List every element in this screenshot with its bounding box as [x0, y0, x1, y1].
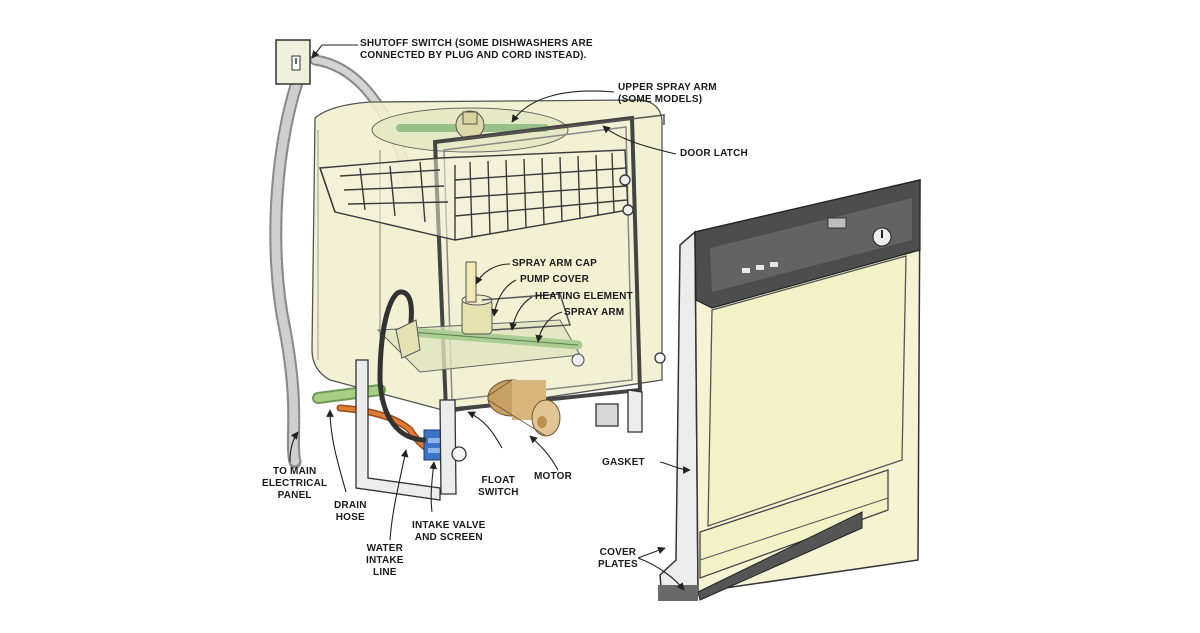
label-spray-arm-cap: SPRAY ARM CAP [512, 258, 598, 269]
frame-bracket [355, 352, 666, 501]
drain-hose [312, 384, 386, 404]
label-upper-spray-arm: UPPER SPRAY ARM (SOME MODELS) [618, 82, 717, 105]
label-heating-element: HEATING ELEMENT [535, 291, 633, 302]
upper-dish-rack [319, 149, 634, 241]
label-spray-arm: SPRAY ARM [564, 307, 625, 318]
label-drain-hose: DRAIN HOSE [334, 500, 367, 523]
label-cover-plates: COVER PLATES [598, 547, 638, 570]
label-float-switch: FLOAT SWITCH [478, 475, 519, 498]
label-gasket: GASKET [602, 457, 645, 468]
label-motor: MOTOR [534, 471, 573, 482]
motor-unit [487, 379, 561, 437]
leader-lines [289, 44, 691, 591]
dishwasher-door [658, 179, 921, 601]
inlet-hose [377, 289, 427, 443]
tub-door-frame [432, 114, 665, 413]
label-shutoff-switch: SHUTOFF SWITCH (SOME DISHWASHERS ARE CON… [360, 38, 593, 61]
shutoff-switch-box [275, 39, 311, 85]
label-to-main-electrical-panel: TO MAIN ELECTRICAL PANEL [262, 466, 328, 501]
label-water-intake-line: WATER INTAKE LINE [366, 543, 404, 578]
label-intake-valve: INTAKE VALVE AND SCREEN [412, 520, 486, 543]
lower-spray-assembly [376, 261, 585, 373]
label-pump-cover: PUMP COVER [520, 274, 590, 285]
label-door-latch: DOOR LATCH [680, 148, 748, 159]
intake-valve [423, 429, 445, 461]
